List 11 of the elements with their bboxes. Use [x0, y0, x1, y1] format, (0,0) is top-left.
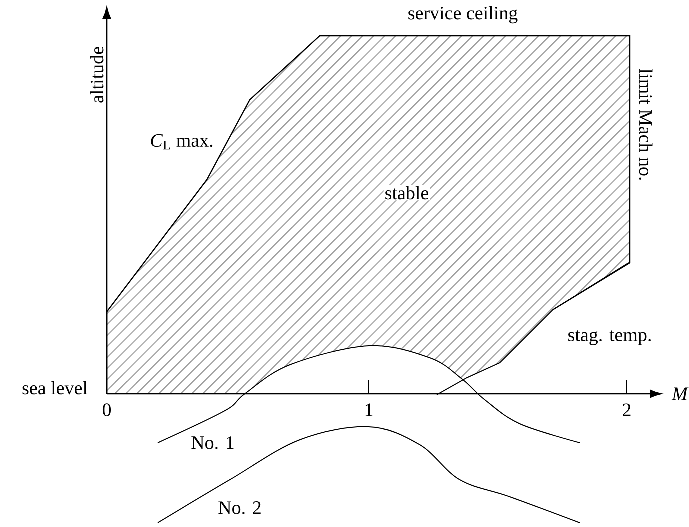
axis-label: altitude — [90, 47, 104, 103]
tick-label: 1 — [366, 404, 373, 416]
curve-label: No. 1 — [192, 436, 234, 450]
tick-label: 2 — [623, 404, 631, 416]
tick-label: 0 — [102, 404, 112, 416]
axis-label: sea level — [22, 381, 88, 395]
axis-label: M — [672, 388, 689, 400]
boundary-label: service ceiling — [408, 6, 518, 24]
boundary-label: limit Mach no. — [639, 69, 653, 180]
curve-label: No. 2 — [218, 502, 261, 514]
boundary-label: C$_{L}$ max. — [151, 134, 213, 150]
